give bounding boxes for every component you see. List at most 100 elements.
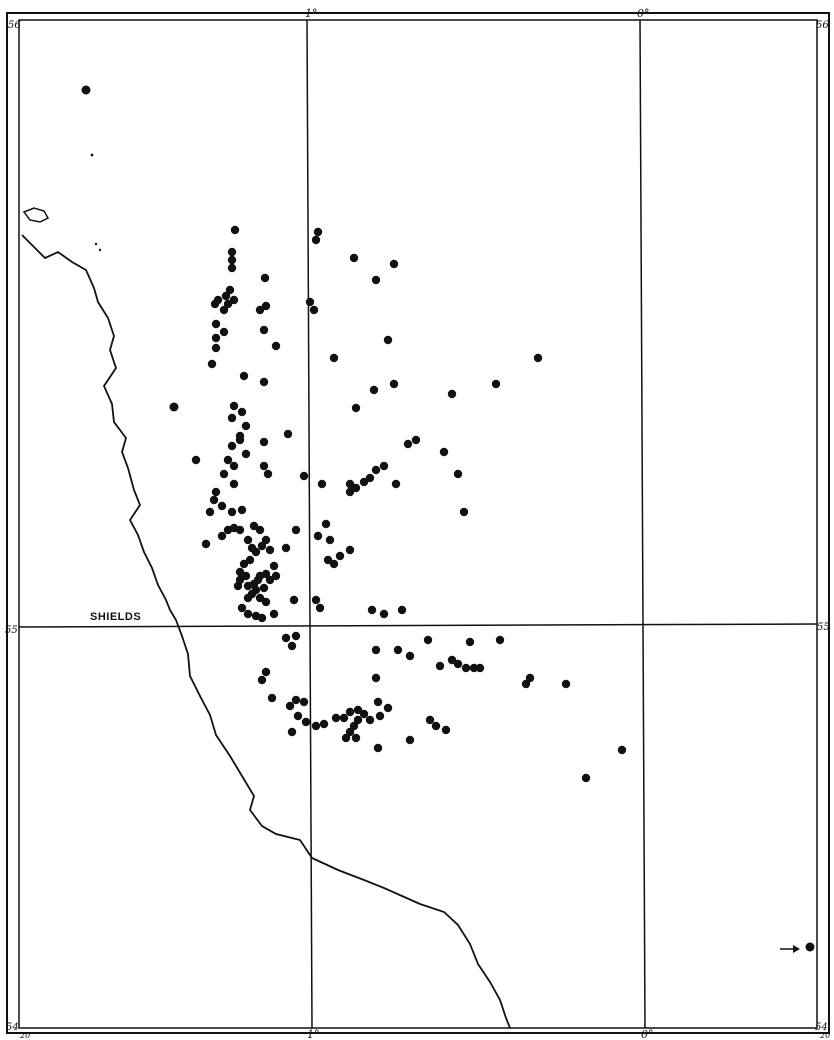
place-label-shields: SHIELDS (90, 611, 141, 623)
sighting-dot (207, 359, 217, 369)
sighting-dot (255, 593, 265, 603)
sighting-dot (317, 479, 327, 489)
sighting-dot (271, 571, 281, 581)
sighting-dot (211, 487, 221, 497)
sighting-dot (191, 455, 201, 465)
sighting-dot (287, 641, 297, 651)
latitude-label-right: 55 (817, 622, 830, 633)
sighting-dot (373, 743, 383, 753)
sighting-dot (533, 353, 543, 363)
sighting-dot (211, 319, 221, 329)
coastline (21, 234, 511, 1029)
sighting-dot (267, 693, 277, 703)
sighting-dot (389, 259, 399, 269)
sighting-dot (227, 247, 237, 257)
sighting-dot (299, 471, 309, 481)
sighting-dot (397, 605, 407, 615)
sighting-dot (379, 461, 389, 471)
sighting-dot (247, 543, 257, 553)
sighting-dot (311, 235, 321, 245)
corner-label-bottom-right: 54 (815, 1022, 828, 1033)
sighting-dot (221, 291, 231, 301)
sighting-dot (211, 333, 221, 343)
sighting-dot (269, 609, 279, 619)
sighting-dot (239, 559, 249, 569)
sighting-dot (291, 695, 301, 705)
sighting-dot (311, 721, 321, 731)
sighting-dot (291, 525, 301, 535)
sighting-dot (209, 495, 219, 505)
sighting-dot (219, 327, 229, 337)
sighting-dot (371, 275, 381, 285)
sighting-dot (319, 719, 329, 729)
sighting-dot (331, 713, 341, 723)
sighting-dot (389, 379, 399, 389)
sighting-dot (345, 479, 355, 489)
sighting-dot (227, 441, 237, 451)
sighting-dot (249, 521, 259, 531)
latitude-label-left: 55 (5, 625, 18, 636)
sighting-dot (383, 703, 393, 713)
sighting-dot (329, 559, 339, 569)
sighting-dot (435, 661, 445, 671)
longitude-label-0: 0° (637, 7, 650, 20)
sighting-dot (525, 673, 535, 683)
sighting-dot (235, 525, 245, 535)
sighting-dot (365, 473, 375, 483)
sighting-dot (521, 679, 531, 689)
sighting-dot (447, 389, 457, 399)
sighting-dot (561, 679, 571, 689)
sighting-dot (313, 531, 323, 541)
sighting-dot (227, 507, 237, 517)
sighting-dot (369, 385, 379, 395)
map-inner-border (18, 19, 818, 1029)
sighting-dot (351, 483, 361, 493)
sighting-dot (265, 575, 275, 585)
sighting-dot (283, 429, 293, 439)
meridian-0deg (639, 19, 646, 1029)
sighting-dot (345, 545, 355, 555)
sighting-dot (255, 305, 265, 315)
sighting-dot (233, 581, 243, 591)
map-border (6, 12, 830, 1034)
sighting-dot (225, 285, 235, 295)
rock-dot (90, 153, 94, 157)
island-coast (22, 207, 50, 223)
sighting-dot (201, 539, 211, 549)
sighting-dot (367, 605, 377, 615)
sighting-dot (353, 715, 363, 725)
sighting-dot (323, 555, 333, 565)
sighting-dot (237, 407, 247, 417)
sighting-dot (291, 631, 301, 641)
sighting-dot (211, 343, 221, 353)
sighting-dot (205, 507, 215, 517)
sighting-dot (393, 645, 403, 655)
sighting-dot (241, 449, 251, 459)
sighting-dot (475, 663, 485, 673)
sighting-dot (237, 603, 247, 613)
sighting-dot (453, 469, 463, 479)
corner-label-bottom-left: 54 (6, 1022, 19, 1033)
sighting-dot (169, 402, 179, 412)
sighting-dot (243, 609, 253, 619)
sighting-dot (301, 717, 311, 727)
sighting-dot (227, 255, 237, 265)
sighting-dot (261, 301, 271, 311)
sighting-dot (329, 353, 339, 363)
sighting-dot (371, 673, 381, 683)
sighting-dots (81, 85, 815, 952)
sighting-dot (459, 507, 469, 517)
sighting-dot (411, 435, 421, 445)
sighting-dot (227, 413, 237, 423)
arrow-right-icon (780, 945, 800, 953)
sighting-dot (259, 461, 269, 471)
sighting-dot (321, 519, 331, 529)
sighting-dot (441, 725, 451, 735)
sighting-dot (439, 447, 449, 457)
sighting-dot (371, 465, 381, 475)
sighting-dot (365, 715, 375, 725)
sighting-dot (255, 525, 265, 535)
sighting-dot (341, 733, 351, 743)
sighting-dot (235, 435, 245, 445)
